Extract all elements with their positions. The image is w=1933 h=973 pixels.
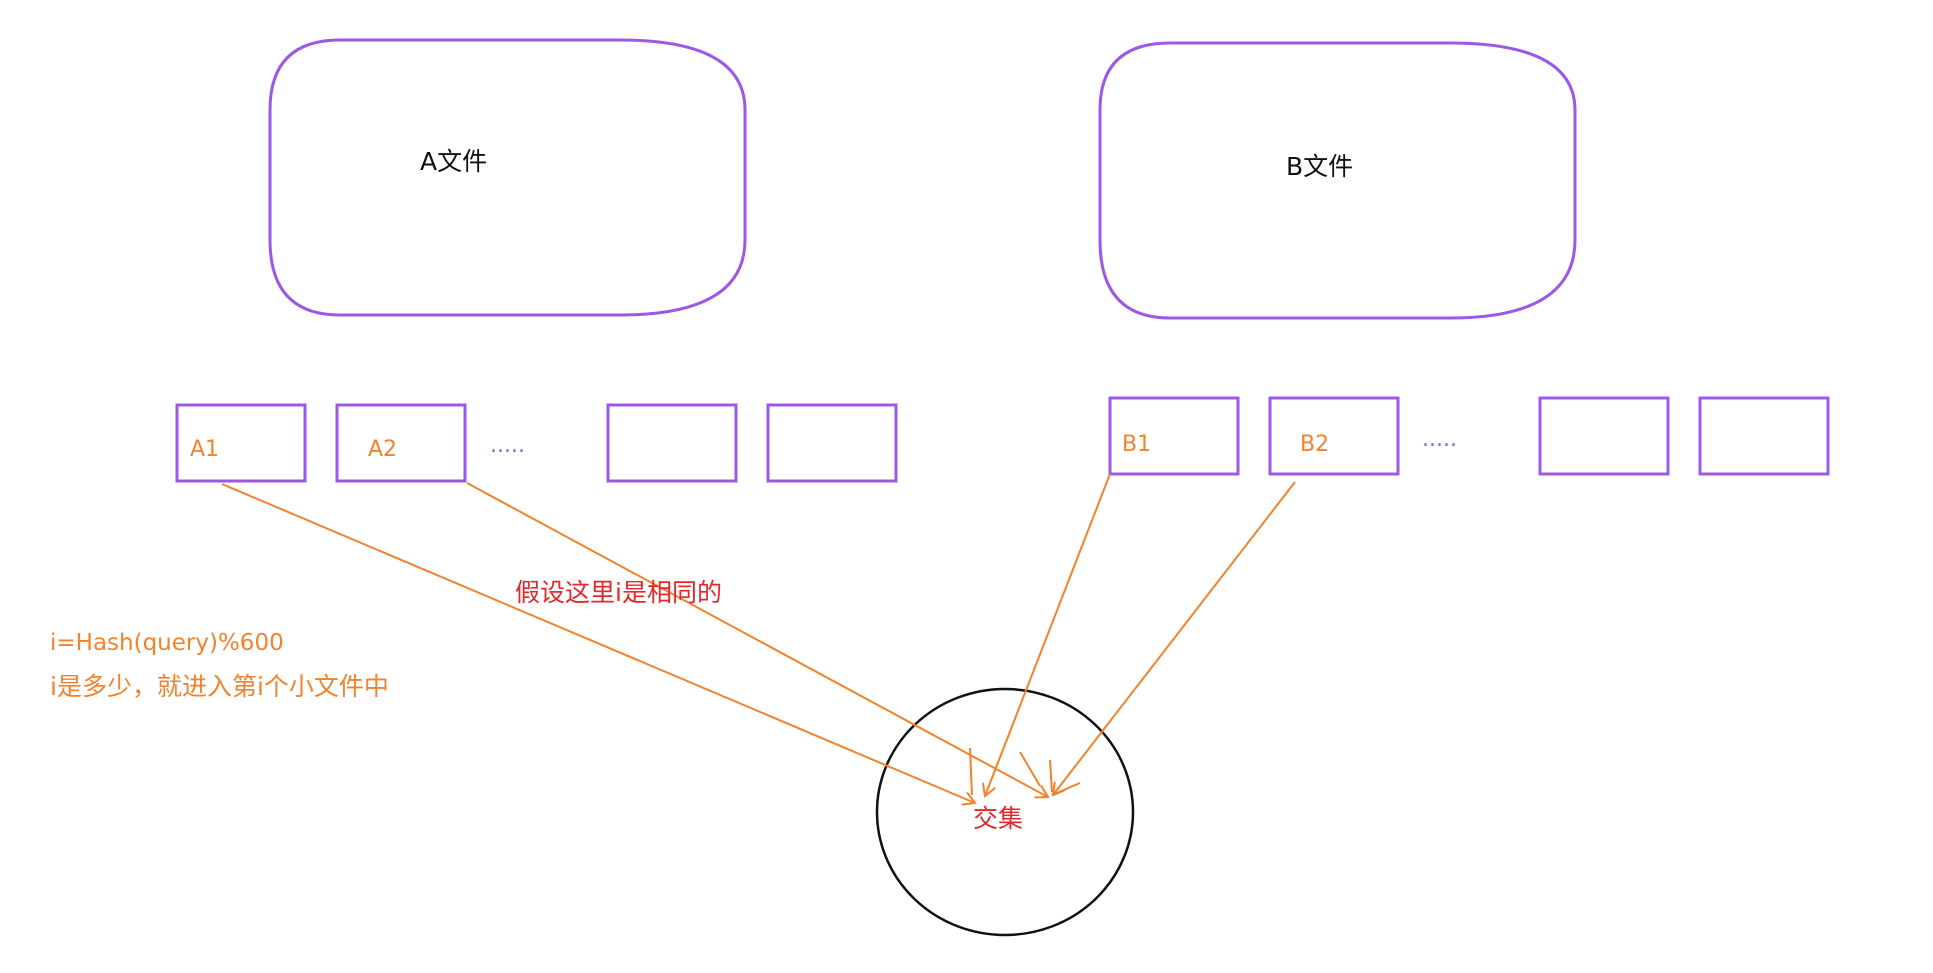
arrow-a1-to-intersection bbox=[221, 483, 975, 803]
b-chunk-box bbox=[1268, 396, 1400, 476]
intersection-label: 交集 bbox=[973, 804, 1023, 833]
arrow-tick bbox=[1019, 751, 1041, 787]
b-chunk-label: B2 bbox=[1300, 432, 1329, 457]
a-chunk-box bbox=[175, 403, 307, 483]
a-chunk-label: A1 bbox=[190, 437, 219, 462]
hash-explanation-note: i是多少，就进入第i个小文件中 bbox=[50, 672, 389, 701]
arrow-tick bbox=[1049, 759, 1053, 793]
file-b-label: B文件 bbox=[1286, 152, 1353, 181]
intersection-circle bbox=[875, 687, 1135, 937]
a-chunk-box bbox=[766, 403, 898, 483]
file-a-label: A文件 bbox=[420, 147, 487, 176]
b-chunk-box bbox=[1108, 396, 1240, 476]
b-chunk-label: B1 bbox=[1122, 432, 1151, 457]
a-chunk-box bbox=[335, 403, 467, 483]
arrow-a2-to-intersection bbox=[466, 482, 1048, 797]
arrow-b1-to-intersection bbox=[985, 473, 1111, 796]
b-chunks: B1 B2 ..... bbox=[1108, 396, 1830, 476]
a-chunk-box bbox=[606, 403, 738, 483]
b-chunk-box bbox=[1538, 396, 1670, 476]
a-chunks: A1 A2 ..... bbox=[175, 403, 898, 483]
a-chunk-label: A2 bbox=[368, 437, 397, 462]
a-chunk-ellipsis: ..... bbox=[490, 433, 525, 458]
arrow-tick bbox=[969, 747, 973, 796]
b-chunk-box bbox=[1698, 396, 1830, 476]
assumption-note: 假设这里i是相同的 bbox=[515, 578, 722, 607]
arrow-tick bbox=[1051, 782, 1081, 796]
file-a-box bbox=[268, 38, 747, 317]
b-chunk-ellipsis: ..... bbox=[1422, 427, 1457, 452]
file-b-box bbox=[1098, 41, 1577, 320]
hash-formula-note: i=Hash(query)%600 bbox=[50, 630, 284, 656]
arrow-b2-to-intersection bbox=[1053, 481, 1296, 795]
